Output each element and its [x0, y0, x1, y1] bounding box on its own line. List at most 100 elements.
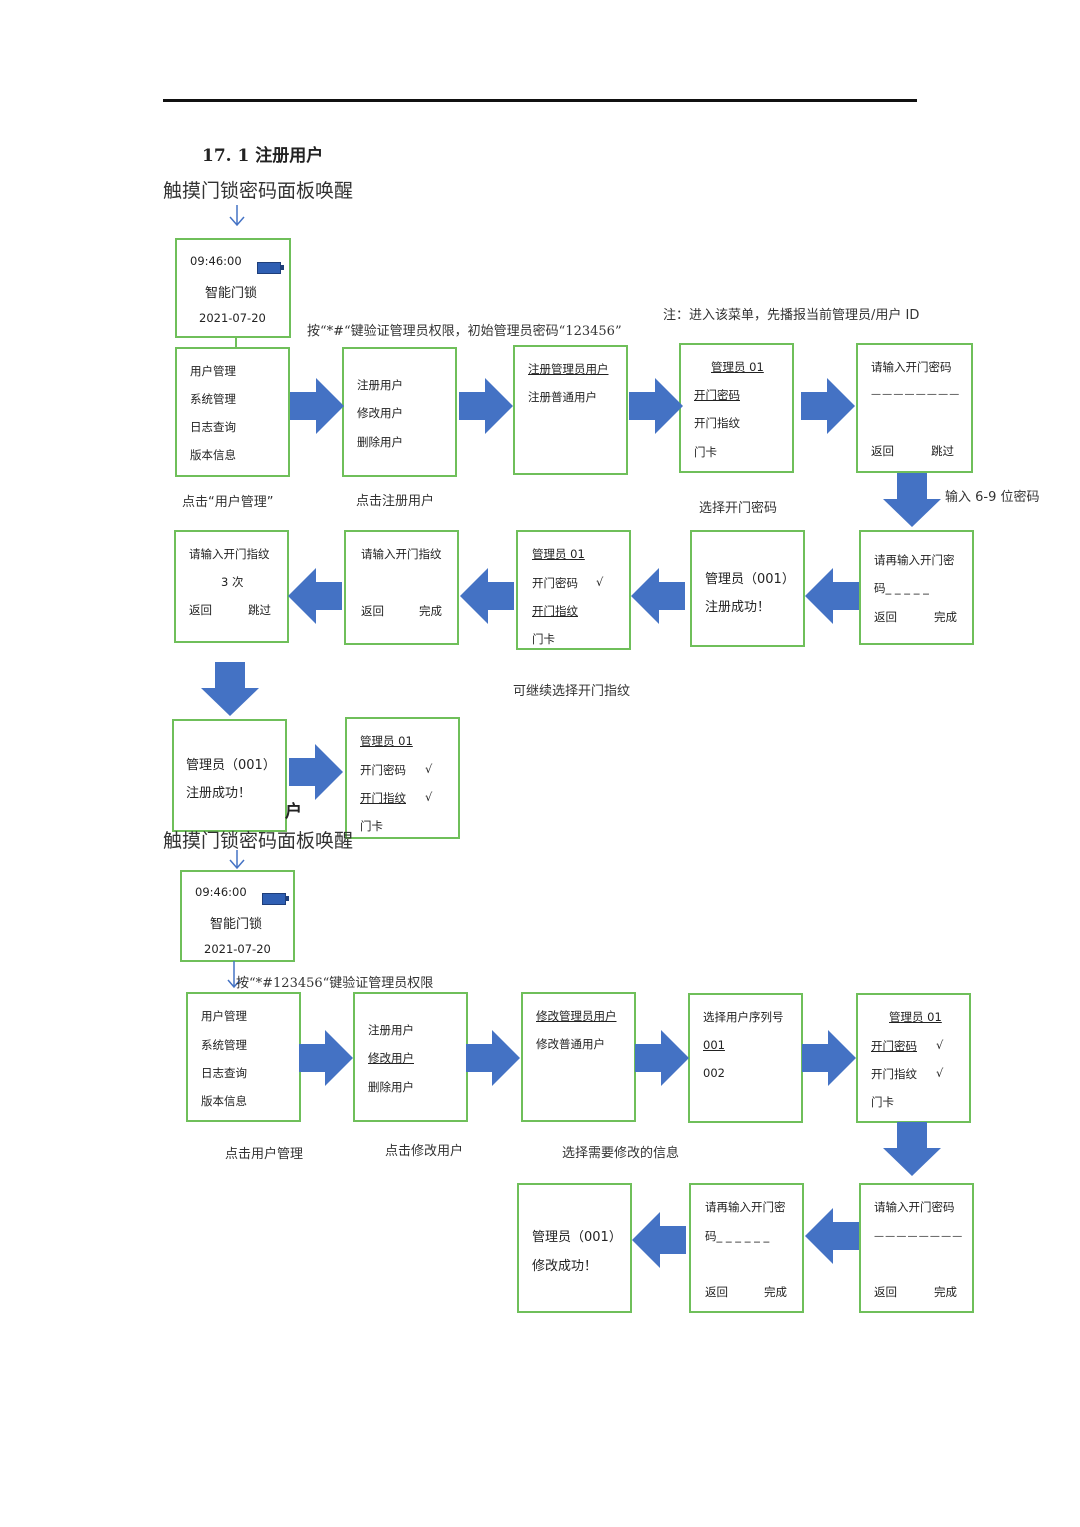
fp-input-screen-2: 请输入开门指纹 3 次 返回 跳过 [174, 530, 289, 643]
thin-down-arrow-icon [229, 850, 245, 870]
menu-item[interactable]: 日志查询 [201, 1066, 247, 1080]
menu-item[interactable]: 开门密码 [694, 388, 740, 402]
modify-menu-screen: 修改管理员用户 修改普通用户 [521, 992, 636, 1122]
pwd-reinput-screen: 请再输入开门密 码_ _ _ _ _ 返回 完成 [859, 530, 974, 645]
menu-item[interactable]: 注册用户 [357, 378, 403, 392]
arrow-left-icon [805, 568, 859, 624]
thin-down-arrow-icon [229, 205, 245, 227]
reinput-prompt: 请再输入开门密 [874, 553, 955, 567]
menu-item[interactable]: 注册管理员用户 [528, 362, 609, 376]
skip-button[interactable]: 跳过 [931, 444, 954, 458]
caption: 点击注册用户 [356, 494, 435, 509]
arrow-right-icon [459, 378, 513, 434]
menu-item[interactable]: 注册普通用户 [528, 390, 597, 404]
back-button[interactable]: 返回 [871, 444, 894, 458]
menu-item[interactable]: 修改管理员用户 [536, 1009, 617, 1023]
pwd-reinput-screen-2: 请再输入开门密 码_ _ _ _ _ _ 返回 完成 [689, 1183, 804, 1313]
arrow-right-icon [290, 378, 344, 434]
reinput-field[interactable]: 码_ _ _ _ _ [874, 581, 929, 595]
menu-item[interactable]: 版本信息 [190, 448, 236, 462]
done-button[interactable]: 完成 [934, 610, 957, 624]
back-button[interactable]: 返回 [705, 1285, 728, 1299]
menu-item[interactable]: 门卡 [532, 632, 555, 646]
reinput-field[interactable]: 码_ _ _ _ _ _ [705, 1229, 770, 1243]
caption: 选择需要修改的信息 [562, 1146, 680, 1161]
arrow-down-icon [201, 662, 259, 716]
user-item[interactable]: 002 [703, 1066, 725, 1080]
menu-item[interactable]: 删除用户 [368, 1080, 414, 1094]
menu-item[interactable]: 注册用户 [368, 1023, 414, 1037]
back-button[interactable]: 返回 [361, 604, 384, 618]
home-lock-name: 智能门锁 [210, 917, 263, 932]
back-button[interactable]: 返回 [189, 603, 212, 617]
admin-title: 管理员 01 [532, 547, 585, 561]
menu-item[interactable]: 删除用户 [357, 435, 403, 449]
pwd-dashes: — — — — — — — — [871, 389, 959, 400]
done-button[interactable]: 完成 [764, 1285, 787, 1299]
arrow-left-icon [805, 1208, 859, 1264]
arrow-right-icon [466, 1030, 520, 1086]
success-screen-2: 管理员（001） 注册成功！ [172, 719, 287, 832]
menu-item[interactable]: 开门指纹 [532, 604, 578, 618]
menu-item[interactable]: 系统管理 [201, 1038, 247, 1052]
caption: 选择开门密码 [699, 501, 778, 516]
fp-prompt: 请输入开门指纹 [361, 547, 442, 561]
home-screen: 09:46:00 智能门锁 2021-07-20 [175, 238, 291, 338]
success-screen-3: 管理员（001） 修改成功！ [517, 1183, 632, 1313]
menu-item[interactable]: 用户管理 [190, 364, 236, 378]
reinput-prompt: 请再输入开门密 [705, 1200, 786, 1214]
wake-text-2: 触摸门锁密码面板唤醒 [163, 830, 354, 852]
check-icon: √ [936, 1066, 944, 1080]
select-user-screen: 选择用户序列号 001 002 [688, 993, 803, 1123]
arrow-right-icon [629, 378, 683, 434]
arrow-right-icon [802, 1030, 856, 1086]
menu-item[interactable]: 修改用户 [357, 406, 403, 420]
menu-item[interactable]: 开门密码 [532, 576, 578, 590]
caption: 可继续选择开门指纹 [513, 684, 631, 699]
menu-item[interactable]: 开门密码 [871, 1039, 917, 1053]
home-date: 2021-07-20 [204, 942, 271, 956]
verify-note: 按“*#“键验证管理员权限，初始管理员密码“123456” [307, 324, 622, 339]
arrow-down-icon [883, 1122, 941, 1176]
caption: 点击修改用户 [385, 1144, 464, 1159]
arrow-left-icon [288, 568, 342, 624]
menu-item[interactable]: 修改用户 [368, 1051, 414, 1065]
arrow-left-icon [632, 1212, 686, 1268]
arrow-right-icon [635, 1030, 689, 1086]
done-button[interactable]: 完成 [419, 604, 442, 618]
back-button[interactable]: 返回 [874, 1285, 897, 1299]
home-time: 09:46:00 [190, 254, 242, 268]
caption: 点击“用户管理” [182, 495, 274, 510]
menu-item[interactable]: 用户管理 [201, 1009, 247, 1023]
menu-item[interactable]: 开门指纹 [871, 1067, 917, 1081]
menu-item[interactable]: 修改普通用户 [536, 1037, 605, 1051]
fp-input-screen-1: 请输入开门指纹 返回 完成 [344, 530, 459, 645]
menu-item[interactable]: 门卡 [694, 445, 717, 459]
menu-item[interactable]: 门卡 [360, 819, 383, 833]
back-button[interactable]: 返回 [874, 610, 897, 624]
pwd-prompt: 请输入开门密码 [871, 360, 952, 374]
menu-item[interactable]: 日志查询 [190, 420, 236, 434]
done-button[interactable]: 完成 [934, 1285, 957, 1299]
home-lock-name: 智能门锁 [205, 286, 258, 301]
menu-item[interactable]: 系统管理 [190, 392, 236, 406]
pwd-prompt: 请输入开门密码 [874, 1200, 955, 1214]
arrow-right-icon [289, 744, 343, 800]
admin-title: 管理员 01 [711, 360, 764, 374]
connector [235, 337, 237, 349]
menu-item[interactable]: 门卡 [871, 1095, 894, 1109]
admin-title: 管理员 01 [360, 734, 413, 748]
fp-prompt: 请输入开门指纹 [189, 547, 270, 561]
admin-menu-final: 管理员 01 开门密码 √ 开门指纹 √ 门卡 [345, 717, 460, 839]
menu-item[interactable]: 开门指纹 [694, 416, 740, 430]
home-screen-2: 09:46:00 智能门锁 2021-07-20 [180, 870, 295, 962]
skip-button[interactable]: 跳过 [248, 603, 271, 617]
admin-menu-screen-2: 管理员 01 开门密码 √ 开门指纹 √ 门卡 [856, 993, 971, 1123]
success-line2: 注册成功！ [705, 600, 771, 615]
menu-item[interactable]: 开门指纹 [360, 791, 406, 805]
user-item[interactable]: 001 [703, 1038, 725, 1052]
menu-item[interactable]: 开门密码 [360, 763, 406, 777]
pwd-input-screen: 请输入开门密码 — — — — — — — — 返回 跳过 [856, 343, 973, 473]
main-menu-screen: 用户管理 系统管理 日志查询 版本信息 [175, 347, 290, 477]
menu-item[interactable]: 版本信息 [201, 1094, 247, 1108]
